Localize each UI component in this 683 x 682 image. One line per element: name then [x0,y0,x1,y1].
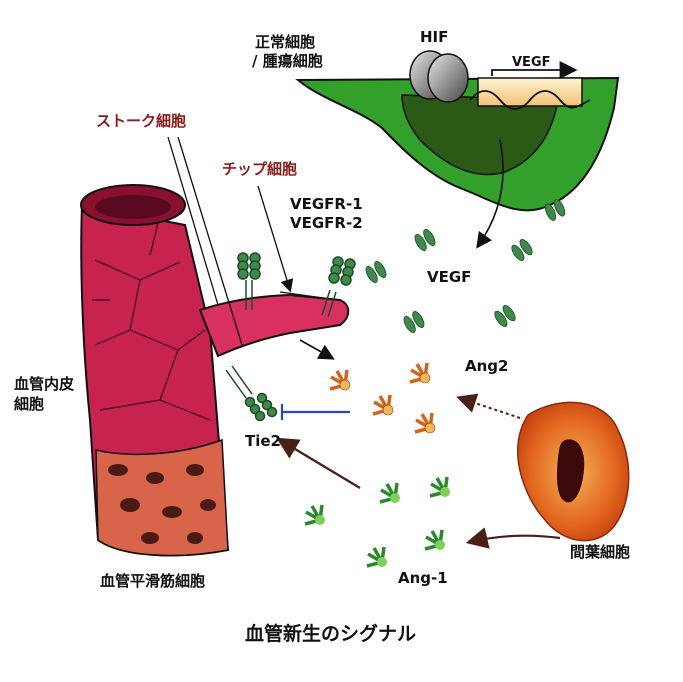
tie2-receptor [225,365,278,422]
hif-label: HIF [420,28,449,46]
vegfr1-label: VEGFR-1 [290,195,363,213]
mesenchymal-to-ang2-arrow [456,393,521,419]
ang1-label: Ang-1 [398,569,448,587]
vegfr-receptors [237,252,356,318]
smooth-muscle-label: 血管平滑筋細胞 [100,572,206,590]
ang2-inhibition-line [280,404,350,420]
vegf-secretion-arrow [476,139,504,249]
vegf-gene-label: VEGF [512,55,551,70]
pointer-lines [167,136,294,346]
tie2-label: Tie2 [245,432,281,450]
ang2-particles [329,362,436,434]
ang1-to-tie2-arrow [276,437,361,489]
smooth-muscle-nuclei [108,464,216,544]
endothelial-label-line1: 血管内皮 [14,375,75,393]
ang2-label: Ang2 [465,357,509,375]
diagram-title: 血管新生のシグナル [245,623,417,645]
vegf-label: VEGF [427,268,472,286]
ang1-particles [304,476,450,568]
mesenchymal-to-ang1-arrow [465,527,561,549]
vegf-gene [469,61,591,110]
normal-cell-label: 正常細胞 [255,33,316,51]
vegfr2-label: VEGFR-2 [290,214,363,232]
tip-to-ang2-arrow [299,339,335,360]
mesenchymal-cell-label: 間葉細胞 [570,543,631,561]
blood-vessel [80,184,230,557]
tip-cell-sprout [198,291,350,358]
stalk-cell-label: ストーク細胞 [96,112,187,130]
tumor-cell-label: / 腫瘍細胞 [252,52,323,70]
tip-cell-label: チップ細胞 [222,160,298,178]
endothelial-label-line2: 細胞 [14,395,45,413]
tumor-cell [295,76,620,212]
vegf-particles [365,199,566,333]
mesenchymal-cell [516,401,630,542]
hif-molecule [409,50,469,103]
